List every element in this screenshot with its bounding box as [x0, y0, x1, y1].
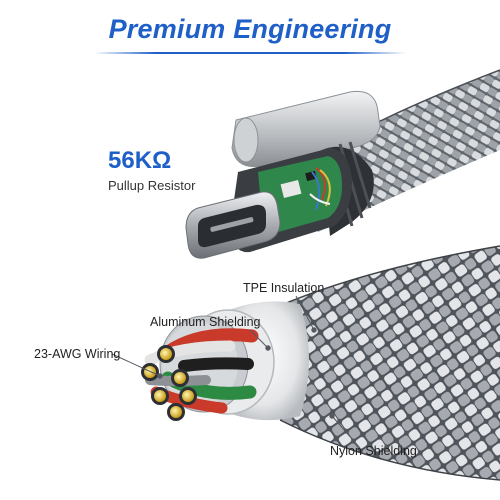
- callout-nylon-shielding: Nylon Shielding: [330, 444, 417, 458]
- usb-c-plug: [185, 191, 281, 259]
- resistor-value: 56KΩ: [108, 147, 172, 174]
- callout-aluminum-shielding: Aluminum Shielding: [150, 315, 261, 329]
- callout-lines: [111, 295, 361, 449]
- callout-awg-wiring: 23-AWG Wiring: [34, 347, 121, 361]
- page-title: Premium Engineering: [108, 14, 392, 44]
- wire-ends: [141, 345, 197, 421]
- resistor-label: Pullup Resistor: [108, 178, 196, 193]
- title-underline: [94, 52, 406, 54]
- main-cable: [269, 245, 500, 481]
- callout-tpe-insulation: TPE Insulation: [243, 281, 325, 295]
